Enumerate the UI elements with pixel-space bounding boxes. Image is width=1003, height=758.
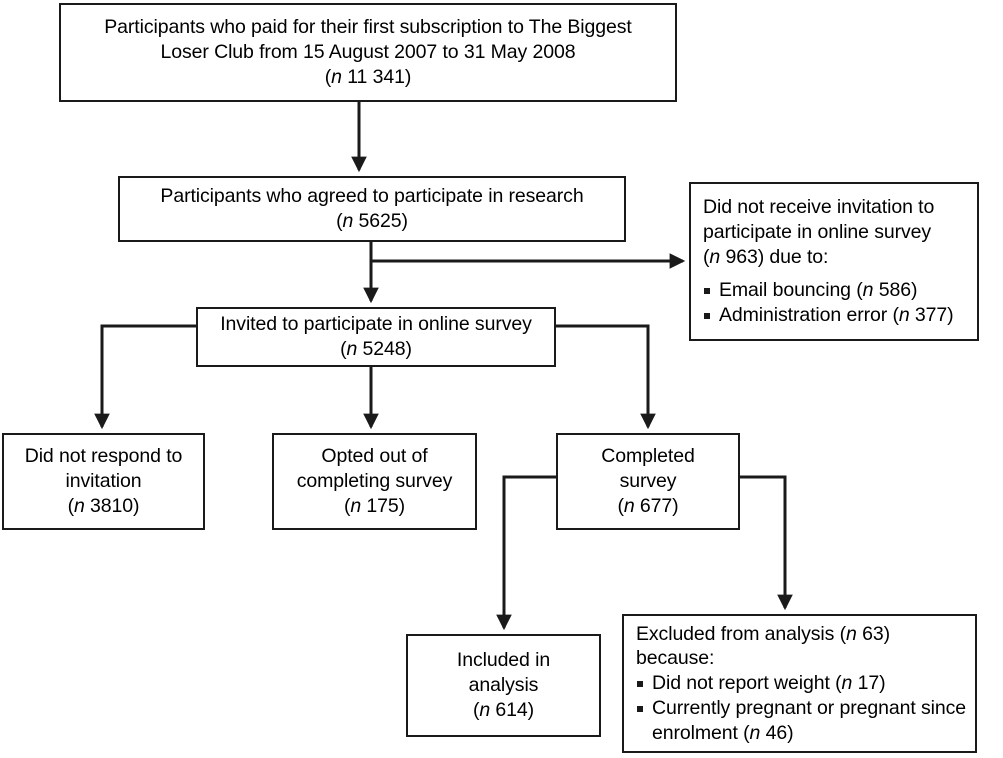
edge-invited-to-no-response xyxy=(94,324,196,430)
node-noresp-count: (n 3810) xyxy=(68,494,140,519)
node-invited-line1: Invited to participate in online survey xyxy=(220,313,532,336)
list-item: Administration error (n 377) xyxy=(703,303,954,328)
node-notreceive-line2: participate in online survey xyxy=(703,220,932,243)
paren-open: ( xyxy=(67,494,75,517)
node-notreceive-bullet-list: Email bouncing (n 586) Administration er… xyxy=(703,278,954,328)
node-completed-survey: Completed survey (n 677) xyxy=(556,433,740,530)
n-value: 586) xyxy=(873,279,918,302)
node-did-not-receive-invitation: Did not receive invitation to participat… xyxy=(689,182,979,341)
paren-open: ( xyxy=(340,338,347,360)
paren-open: ( xyxy=(336,210,343,232)
n-symbol: n xyxy=(749,721,761,744)
node-participants-paid: Participants who paid for their first su… xyxy=(59,3,677,102)
excluded-text: Excluded from analysis ( xyxy=(636,622,847,645)
n-value: 677) xyxy=(634,494,679,517)
bullet-text: Currently pregnant or pregnant since enr… xyxy=(652,696,966,744)
node-excluded-line1: Excluded from analysis (n 63) xyxy=(636,622,890,647)
n-value: 3810) xyxy=(84,494,140,517)
node-opted-line1: Opted out of xyxy=(321,445,428,468)
node-paid-line1: Participants who paid for their first su… xyxy=(104,16,632,39)
n-symbol: n xyxy=(331,65,342,88)
paren-open: ( xyxy=(343,494,351,517)
node-agreed-line1: Participants who agreed to participate i… xyxy=(160,185,584,208)
node-noresp-line1: Did not respond to xyxy=(24,445,183,468)
node-excluded-bullet-list: Did not report weight (n 17) Currently p… xyxy=(636,671,967,745)
n-value: 17) xyxy=(852,672,886,695)
list-item: Email bouncing (n 586) xyxy=(703,278,954,303)
n-symbol: n xyxy=(841,672,853,695)
n-value: 963) due to: xyxy=(720,245,829,268)
node-completed-count: (n 677) xyxy=(617,494,678,519)
node-opted-out: Opted out of completing survey (n 175) xyxy=(272,433,477,530)
n-value: 11 341) xyxy=(341,65,412,88)
edge-completed-to-excluded xyxy=(740,475,793,611)
n-symbol: n xyxy=(73,494,85,517)
n-symbol: n xyxy=(479,698,491,721)
n-value: 46) xyxy=(760,721,794,744)
node-completed-line1: Completed xyxy=(601,445,695,468)
n-symbol: n xyxy=(350,494,362,517)
n-symbol: n xyxy=(342,210,354,232)
node-opted-line2: completing survey xyxy=(296,470,453,493)
node-notreceive-line3: (n 963) due to: xyxy=(703,245,828,270)
node-completed-line2: survey xyxy=(619,470,677,493)
node-excluded-from-analysis: Excluded from analysis (n 63) because: D… xyxy=(622,614,977,753)
node-included-line1: Included in xyxy=(456,649,551,672)
node-invited-count: (n 5248) xyxy=(340,337,412,362)
n-symbol: n xyxy=(898,304,910,327)
n-value: 377) xyxy=(909,304,954,327)
node-participants-agreed: Participants who agreed to participate i… xyxy=(118,176,626,242)
paren-open: ( xyxy=(617,494,624,517)
node-excluded-line2: because: xyxy=(636,647,715,670)
edge-invited-to-completed xyxy=(556,324,656,430)
node-paid-line2: Loser Club from 15 August 2007 to 31 May… xyxy=(160,41,576,64)
edge-completed-to-included xyxy=(496,475,556,631)
n-symbol: n xyxy=(709,245,721,268)
n-value: 614) xyxy=(490,698,535,721)
node-included-count: (n 614) xyxy=(473,698,534,723)
list-item: Did not report weight (n 17) xyxy=(636,671,967,696)
bullet-text: Did not report weight ( xyxy=(652,672,842,695)
n-value: 63) xyxy=(856,622,890,645)
n-value: 175) xyxy=(361,494,406,517)
paren-open: ( xyxy=(324,65,332,88)
n-symbol: n xyxy=(623,494,635,517)
n-symbol: n xyxy=(862,279,874,302)
node-paid-count: (n 11 341) xyxy=(324,65,412,90)
node-invited-to-participate: Invited to participate in online survey … xyxy=(196,307,556,367)
bullet-text: Email bouncing ( xyxy=(719,279,863,302)
n-symbol: n xyxy=(346,338,358,360)
node-did-not-respond: Did not respond to invitation (n 3810) xyxy=(2,433,205,530)
bullet-text: Administration error ( xyxy=(719,304,899,327)
n-value: 5625) xyxy=(353,210,408,232)
node-notreceive-line1: Did not receive invitation to xyxy=(703,196,935,219)
paren-open: ( xyxy=(472,698,480,721)
node-agreed-count: (n 5625) xyxy=(336,209,408,234)
paren-open: ( xyxy=(703,245,710,268)
n-symbol: n xyxy=(846,622,857,645)
node-included-line2: analysis xyxy=(468,674,539,697)
list-item: Currently pregnant or pregnant since enr… xyxy=(636,696,967,746)
node-noresp-line2: invitation xyxy=(65,470,142,493)
node-included-in-analysis: Included in analysis (n 614) xyxy=(406,634,601,737)
node-opted-count: (n 175) xyxy=(344,494,405,519)
n-value: 5248) xyxy=(357,338,412,360)
